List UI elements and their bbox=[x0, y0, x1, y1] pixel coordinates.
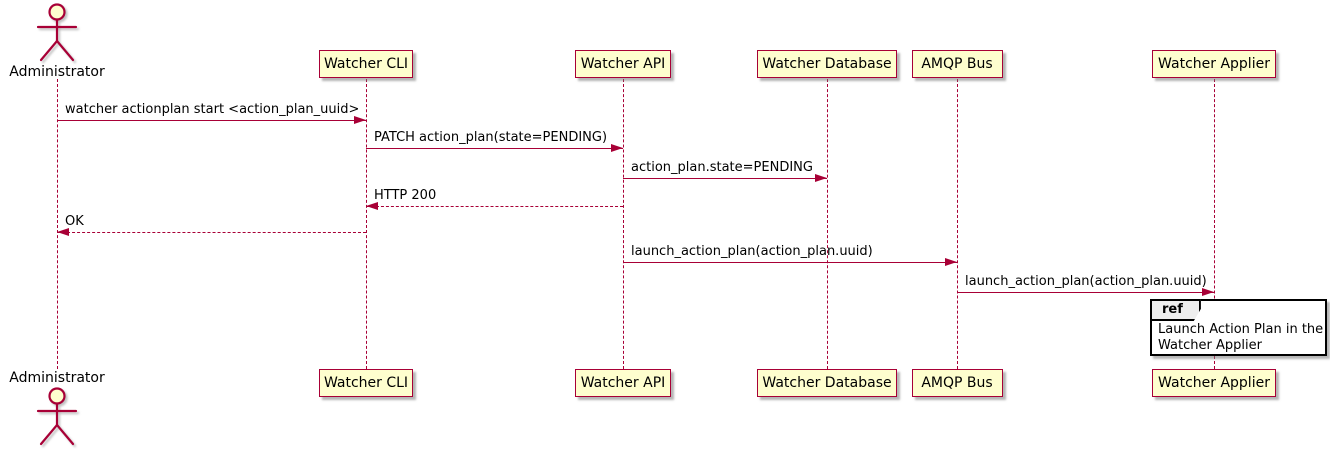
participant-box-amqp-bus-bottom: AMQP Bus bbox=[911, 369, 1003, 397]
participant-box-watcher-cli-top: Watcher CLI bbox=[319, 50, 413, 78]
message-label: launch_action_plan(action_plan.uuid) bbox=[631, 244, 873, 259]
message-arrowhead bbox=[815, 174, 827, 182]
ref-label-line: Watcher Applier bbox=[1158, 338, 1262, 353]
message-arrowhead bbox=[1202, 288, 1214, 296]
participant-box-watcher-cli-bottom: Watcher CLI bbox=[319, 369, 413, 397]
ref-keyword-tab: ref bbox=[1150, 299, 1201, 321]
participant-box-watcher-api-top: Watcher API bbox=[575, 50, 671, 78]
lifeline-watcher-cli bbox=[365, 79, 367, 369]
message-arrow-line bbox=[957, 292, 1214, 293]
message-label: OK bbox=[65, 214, 84, 229]
message-arrow-line bbox=[623, 262, 957, 263]
participant-box-watcher-api-bottom: Watcher API bbox=[575, 369, 671, 397]
lifeline-amqp-bus bbox=[956, 79, 958, 369]
actor-icon bbox=[33, 387, 81, 451]
lifeline-watcher-applier bbox=[1213, 79, 1215, 369]
participant-label-administrator-top: Administrator bbox=[9, 64, 105, 80]
participant-box-amqp-bus-top: AMQP Bus bbox=[911, 50, 1003, 78]
message-label: HTTP 200 bbox=[374, 188, 437, 203]
message-label: PATCH action_plan(state=PENDING) bbox=[374, 130, 608, 145]
lifeline-administrator bbox=[56, 79, 58, 369]
participant-box-watcher-applier-top: Watcher Applier bbox=[1152, 50, 1276, 78]
message-arrow-line bbox=[366, 148, 623, 149]
message-label: launch_action_plan(action_plan.uuid) bbox=[965, 274, 1207, 289]
message-arrowhead bbox=[57, 228, 69, 236]
message-arrowhead bbox=[366, 202, 378, 210]
actor-icon bbox=[33, 3, 81, 67]
participant-box-watcher-database-top: Watcher Database bbox=[757, 50, 897, 78]
lifeline-watcher-api bbox=[622, 79, 624, 369]
message-arrowhead bbox=[611, 144, 623, 152]
participant-box-watcher-applier-bottom: Watcher Applier bbox=[1152, 369, 1276, 397]
message-arrowhead bbox=[354, 116, 366, 124]
message-label: watcher actionplan start <action_plan_uu… bbox=[65, 102, 360, 117]
lifeline-watcher-database bbox=[826, 79, 828, 369]
message-arrow-line bbox=[366, 206, 623, 207]
message-arrow-line bbox=[623, 178, 827, 179]
message-arrow-line bbox=[57, 232, 366, 233]
message-arrow-line bbox=[57, 120, 366, 121]
participant-label-administrator-bottom: Administrator bbox=[9, 370, 105, 386]
message-label: action_plan.state=PENDING bbox=[631, 160, 813, 175]
participant-box-watcher-database-bottom: Watcher Database bbox=[757, 369, 897, 397]
message-arrowhead bbox=[945, 258, 957, 266]
ref-label-line: Launch Action Plan in the bbox=[1158, 322, 1324, 337]
